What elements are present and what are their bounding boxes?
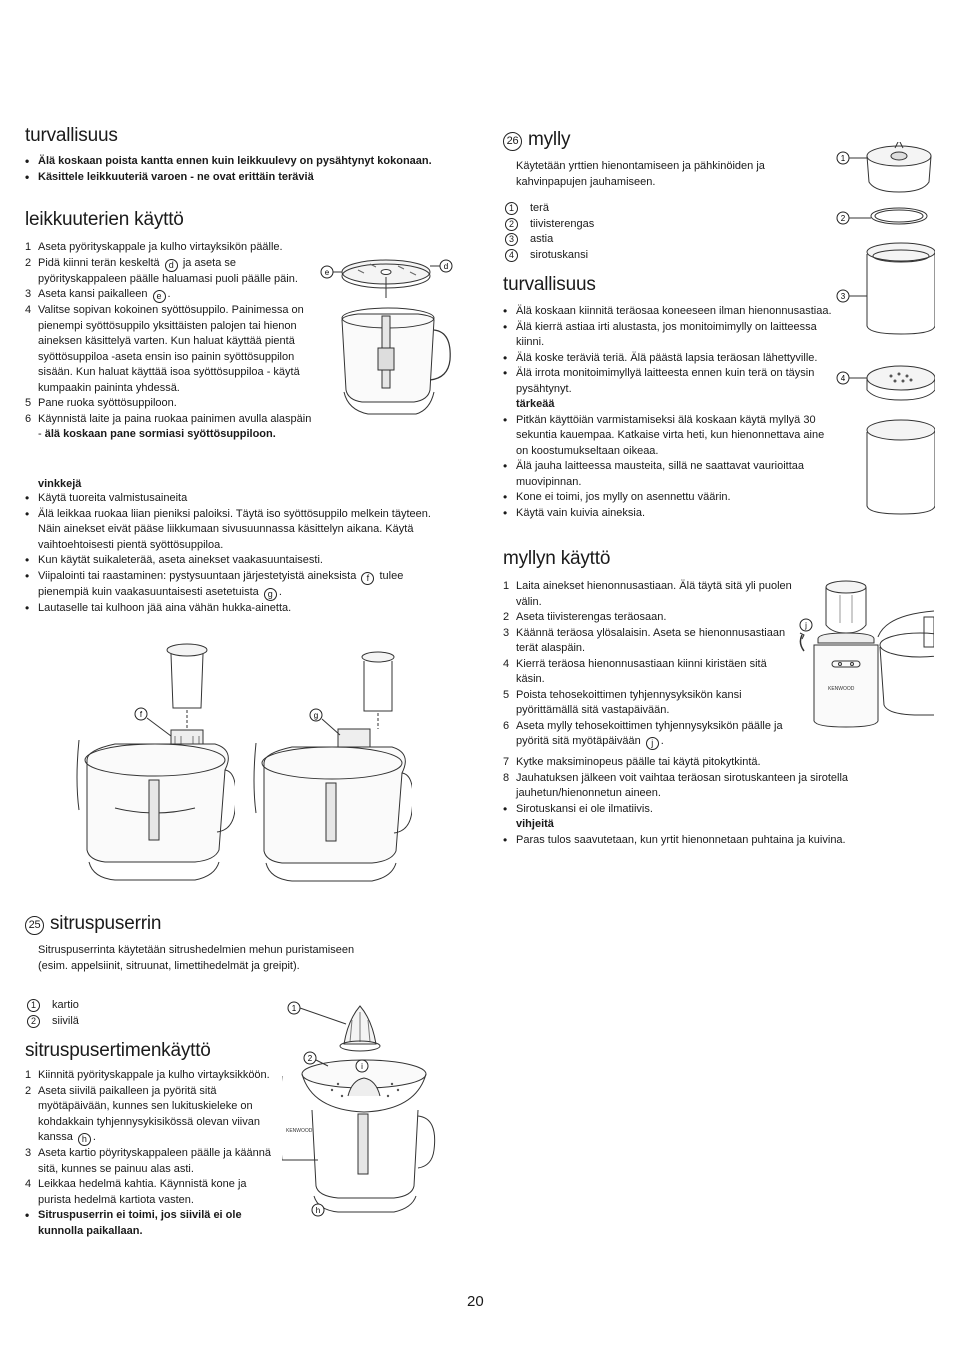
label-2: 2	[841, 214, 846, 223]
citrus-press-figure: KENWOOD 1 2 i h	[282, 1001, 436, 1217]
list-item: Käytä tuoreita valmistusaineita	[25, 491, 455, 507]
page-number: 20	[467, 1293, 484, 1310]
list-item: Kun käytät suikaleterää, aseta ainekset …	[25, 553, 455, 569]
citrus-intro: Sitruspuserrinta käytetään sitrushedelmi…	[38, 944, 355, 972]
ref-h-marker: h	[77, 1133, 91, 1146]
mill-parts-figure: 1 2 3 4	[836, 142, 935, 515]
list-item: Pitkän käyttöiän varmistamiseksi älä kos…	[503, 413, 835, 460]
list-item: Älä koskaan poista kantta ennen kuin lei…	[25, 154, 455, 170]
list-item: Lautaselle tai kulhoon jää aina vähän hu…	[25, 601, 455, 617]
safety-list-right: Älä koskaan kiinnitä teräosaa koneeseen …	[503, 304, 835, 521]
list-item: Käytä vain kuivia aineksia.	[503, 506, 835, 522]
label-4: 4	[841, 374, 846, 383]
label-2: 2	[308, 1054, 313, 1063]
label-d: d	[444, 262, 448, 271]
ref-j-marker: j	[645, 737, 659, 750]
brand-label: KENWOOD	[828, 686, 855, 692]
list-item: Älä irrota monitoimimyllyä laitteesta en…	[503, 366, 835, 397]
label-g: g	[314, 711, 318, 720]
label-1: 1	[841, 154, 846, 163]
mill-intro: Käytetään yrttien hienontamiseen ja pähk…	[516, 160, 765, 188]
list-item: Käsittele leikkuuteriä varoen - ne ovat …	[25, 170, 455, 186]
safety-list-left: Älä koskaan poista kantta ennen kuin lei…	[25, 154, 455, 185]
ref-e-marker: e	[152, 290, 166, 303]
slicing-disc-figure: e d	[320, 259, 453, 415]
list-item: Paras tulos saavutetaan, kun yrtit hieno…	[503, 833, 873, 849]
ref-g-marker: g	[263, 587, 277, 601]
list-item: Älä koske teräviä teriä. Älä päästä laps…	[503, 351, 835, 367]
tips-list: Käytä tuoreita valmistusaineita Älä leik…	[25, 491, 455, 616]
label-f: f	[140, 710, 143, 719]
safety-title-right: turvallisuus	[503, 274, 596, 295]
list-item: Sitruspuserrin ei toimi, jos siivilä ei …	[25, 1208, 273, 1239]
ref-f-marker: f	[361, 571, 375, 585]
list-item: Älä koskaan kiinnitä teräosaa koneeseen …	[503, 304, 835, 320]
label-j: j	[804, 621, 807, 630]
processor-pusher-f-figure: f	[76, 643, 235, 881]
mill-usage-title: myllyn käyttö	[503, 548, 611, 569]
brand-label: KENWOOD	[286, 1128, 313, 1134]
label-i: i	[361, 1062, 363, 1071]
label-h: h	[316, 1206, 320, 1215]
list-item: Sirotuskansi ei ole ilmatiivis.	[503, 802, 873, 818]
citrus-usage-title: sitruspusertimenkäyttö	[25, 1040, 211, 1061]
important-title: tärkeää	[516, 398, 555, 410]
tips-title: vinkkejä	[38, 478, 82, 490]
safety-title-left: turvallisuus	[25, 125, 118, 146]
list-item: Kone ei toimi, jos mylly on asennettu vä…	[503, 490, 835, 506]
list-item: Älä kierrä astiaa irti alustasta, jos mo…	[503, 320, 835, 351]
ref-d-marker: d	[164, 258, 178, 272]
list-item: Älä jauha laitteessa mausteita, sillä ne…	[503, 459, 835, 490]
usage-title-left: leikkuuterien käyttö	[25, 209, 184, 230]
list-item: Viipalointi tai raastaminen: pystysuunta…	[25, 569, 455, 601]
mill-mounted-figure: KENWOOD j	[799, 580, 934, 728]
section-number-26: 26	[503, 132, 522, 151]
label-1: 1	[292, 1004, 297, 1013]
hints-title: vihjeitä	[516, 818, 554, 830]
label-3: 3	[841, 292, 846, 301]
section-number-25: 25	[25, 916, 44, 935]
list-item: Älä leikkaa ruokaa liian pieniksi paloik…	[25, 507, 455, 554]
label-e: e	[325, 268, 330, 277]
processor-pusher-g-figure: g	[253, 651, 412, 882]
